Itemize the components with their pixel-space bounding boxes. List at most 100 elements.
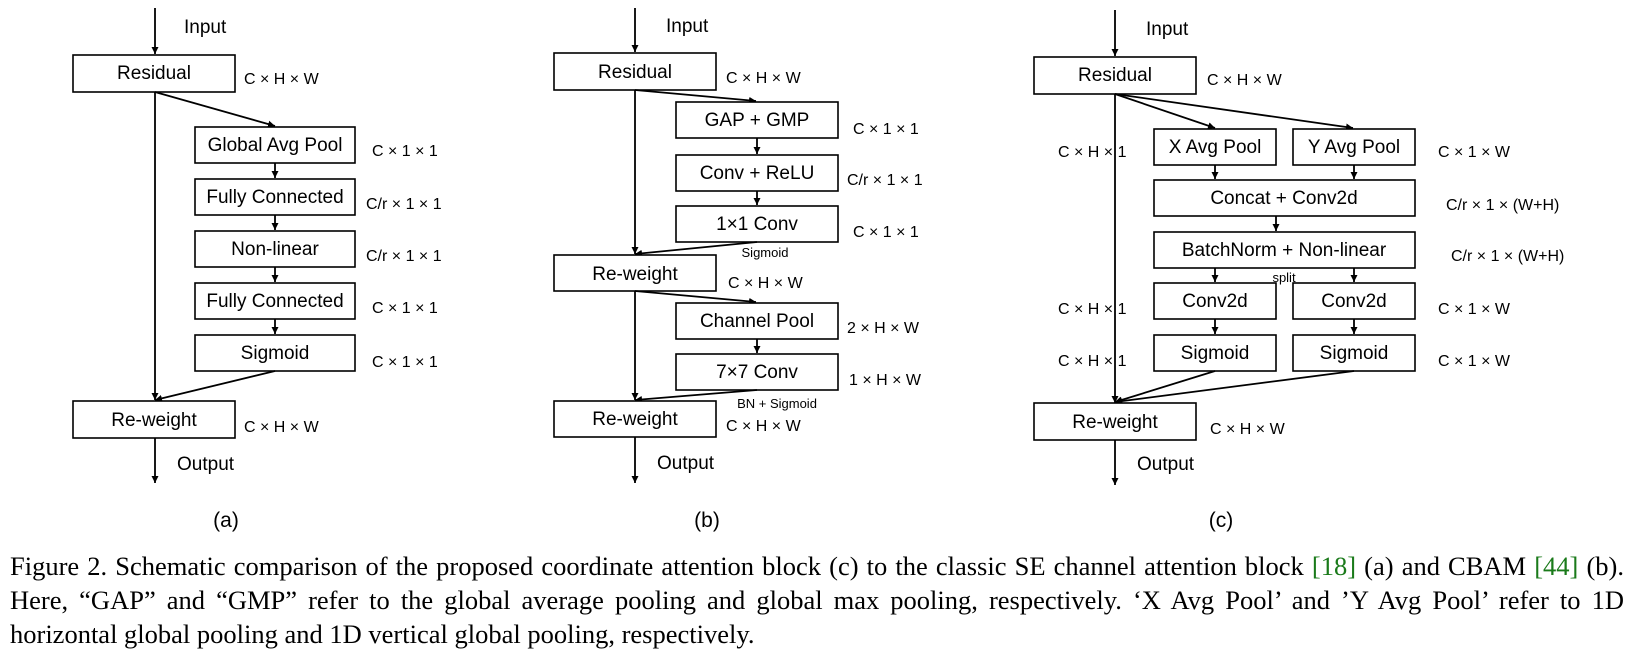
a-fc2-label: Fully Connected	[206, 291, 343, 312]
edge-b-conv7-reweight2	[634, 389, 758, 403]
b-residual-dim: C × H × W	[726, 70, 802, 87]
c-bn-label: BatchNorm + Non-linear	[1182, 240, 1387, 261]
caption-part2: (a) and CBAM	[1356, 551, 1535, 581]
a-sigmoid-dim: C × 1 × 1	[372, 354, 438, 371]
c-sig-left-dim: C × H × 1	[1058, 353, 1127, 370]
a-gap-box	[194, 126, 356, 164]
edge-a-to-gap	[154, 91, 276, 128]
b-gapgmp-box	[675, 101, 839, 139]
c-conv-right-label: Conv2d	[1321, 291, 1387, 312]
b-convrelu-label: Conv + ReLU	[700, 163, 815, 184]
b-reweight1-dim: C × H × W	[728, 275, 804, 292]
edge-c-sigright-reweight	[1114, 370, 1355, 405]
a-input-label: Input	[184, 17, 227, 38]
c-split-note: split	[1272, 270, 1296, 285]
b-reweight2-dim: C × H × W	[726, 418, 802, 435]
caption-part1: Figure 2. Schematic comparison of the pr…	[10, 551, 1312, 581]
c-conv-left-label: Conv2d	[1182, 291, 1248, 312]
a-reweight-box	[72, 400, 236, 439]
b-gapgmp-dim: C × 1 × 1	[853, 121, 919, 138]
c-reweight-dim: C × H × W	[1210, 421, 1286, 438]
a-gap-label: Global Avg Pool	[208, 135, 343, 156]
c-conv-right-dim: C × 1 × W	[1438, 301, 1511, 318]
c-output-label: Output	[1137, 454, 1195, 475]
c-xpool-label: X Avg Pool	[1169, 137, 1262, 158]
b-reweight1-label: Re-weight	[592, 264, 678, 285]
b-conv1x1-label: 1×1 Conv	[716, 214, 798, 235]
c-conv-left-dim: C × H × 1	[1058, 301, 1127, 318]
c-residual-dim: C × H × W	[1207, 72, 1283, 89]
b-reweight2-label: Re-weight	[592, 409, 678, 430]
a-residual-label: Residual	[117, 63, 191, 84]
c-concat-dim: C/r × 1 × (W+H)	[1446, 197, 1559, 214]
edge-a-sig-reweight	[154, 370, 276, 402]
a-fc2-box	[194, 282, 356, 320]
a-residual-box	[72, 54, 236, 93]
edge-c-to-xpool	[1114, 93, 1216, 130]
a-nonlinear-dim: C/r × 1 × 1	[366, 248, 442, 265]
a-nonlinear-label: Non-linear	[231, 239, 319, 260]
a-sigmoid-box	[194, 334, 356, 372]
b-bn-sigmoid-note: BN + Sigmoid	[737, 396, 817, 411]
b-convrelu-dim: C/r × 1 × 1	[847, 172, 923, 189]
c-input-label: Input	[1146, 19, 1189, 40]
c-sig-left-label: Sigmoid	[1181, 343, 1250, 364]
c-residual-box	[1033, 56, 1197, 95]
b-reweight1-box	[553, 254, 717, 292]
b-residual-box	[553, 52, 717, 91]
edge-c-sigleft-reweight	[1114, 370, 1216, 404]
c-sig-left-box	[1153, 334, 1277, 372]
edge-c-to-ypool	[1114, 93, 1354, 131]
a-sublabel: (a)	[213, 509, 239, 532]
c-ypool-label: Y Avg Pool	[1308, 137, 1400, 158]
a-fc1-label: Fully Connected	[206, 187, 343, 208]
b-reweight2-box	[553, 400, 717, 438]
b-convrelu-box	[675, 154, 839, 192]
caption-ref-18[interactable]: [18]	[1311, 551, 1357, 581]
a-residual-dim: C × H × W	[244, 71, 320, 88]
diagram-a: Input Residual C × H × W Global Avg Pool…	[72, 8, 442, 532]
b-chpool-dim: 2 × H × W	[847, 320, 920, 337]
a-reweight-dim: C × H × W	[244, 419, 320, 436]
diagram-b: Input Residual C × H × W GAP + GMP C × 1…	[553, 8, 923, 532]
c-sublabel: (c)	[1209, 509, 1234, 532]
c-xpool-dim: C × H × 1	[1058, 144, 1127, 161]
edge-b-to-gapgmp	[634, 89, 757, 104]
a-fc1-box	[194, 178, 356, 216]
b-residual-label: Residual	[598, 62, 672, 83]
c-residual-label: Residual	[1078, 65, 1152, 86]
a-reweight-label: Re-weight	[111, 410, 197, 431]
c-bn-box	[1153, 231, 1416, 269]
c-concat-box	[1153, 179, 1416, 217]
b-sigmoid-note: Sigmoid	[742, 245, 789, 260]
edge-b-to-chpool	[634, 290, 757, 305]
b-output-label: Output	[657, 453, 715, 474]
b-conv7x7-dim: 1 × H × W	[849, 372, 922, 389]
figure-diagrams: Input Residual C × H × W Global Avg Pool…	[72, 8, 1564, 532]
diagram-c: Input Residual C × H × W X Avg Pool C × …	[1033, 10, 1564, 532]
c-bn-dim: C/r × 1 × (W+H)	[1451, 248, 1564, 265]
caption-part3: (b). Here, “GAP” and “GMP” refer to the …	[10, 551, 1625, 649]
caption-ref-44[interactable]: [44]	[1534, 551, 1579, 581]
b-chpool-label: Channel Pool	[700, 311, 814, 332]
c-conv-right-box	[1292, 282, 1416, 320]
a-gap-dim: C × 1 × 1	[372, 143, 438, 160]
b-conv7x7-box	[675, 353, 839, 391]
a-nonlinear-box	[194, 230, 356, 268]
figure-caption: Figure 2. Schematic comparison of the pr…	[10, 549, 1624, 651]
b-gapgmp-label: GAP + GMP	[705, 110, 810, 131]
c-sig-right-label: Sigmoid	[1320, 343, 1389, 364]
a-fc2-dim: C × 1 × 1	[372, 300, 438, 317]
a-sigmoid-label: Sigmoid	[241, 343, 310, 364]
c-conv-left-box	[1153, 282, 1277, 320]
c-sig-right-dim: C × 1 × W	[1438, 353, 1511, 370]
b-conv1x1-dim: C × 1 × 1	[853, 224, 919, 241]
c-ypool-dim: C × 1 × W	[1438, 144, 1511, 161]
a-fc1-dim: C/r × 1 × 1	[366, 196, 442, 213]
b-sublabel: (b)	[694, 509, 720, 532]
c-reweight-label: Re-weight	[1072, 412, 1158, 433]
a-output-label: Output	[177, 454, 235, 475]
b-conv7x7-label: 7×7 Conv	[716, 362, 798, 383]
c-concat-label: Concat + Conv2d	[1210, 188, 1357, 209]
b-conv1x1-box	[675, 205, 839, 243]
